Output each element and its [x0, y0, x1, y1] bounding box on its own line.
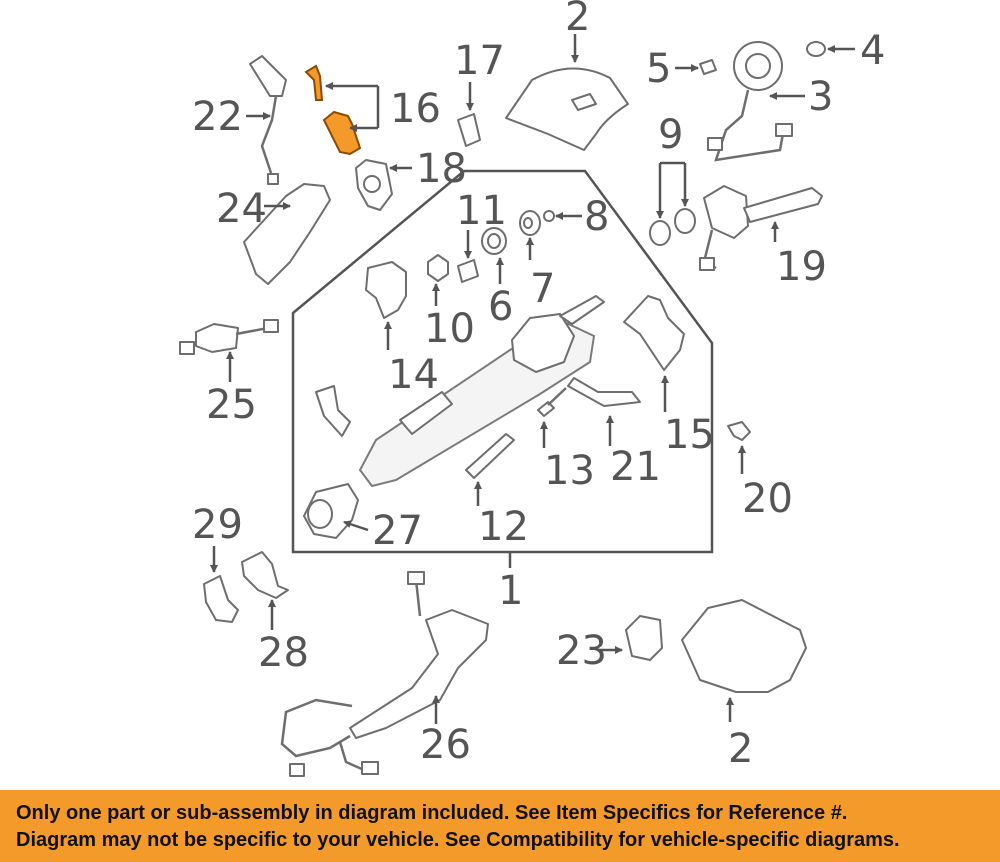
- callout-27: 27: [372, 508, 423, 554]
- part-19-multifunction-switch: [699, 185, 823, 271]
- part-10-nut: [427, 254, 449, 282]
- part-8-ring: [543, 210, 555, 222]
- part-5-clip: [699, 59, 717, 75]
- part-18-switch: [355, 159, 393, 211]
- callout-26: 26: [420, 722, 471, 768]
- part-29-bracket: [203, 575, 239, 623]
- part-7-bushing: [519, 210, 541, 236]
- part-23-bezel: [625, 615, 663, 661]
- callout-1: 1: [498, 568, 523, 614]
- part-12-spring: [465, 433, 515, 479]
- callout-7: 7: [530, 266, 555, 312]
- callout-17: 17: [454, 38, 505, 84]
- part-22-shift-lever: [249, 55, 287, 185]
- part-2-upper-cover: [505, 67, 629, 151]
- callout-24: 24: [216, 186, 267, 232]
- part-26-wiring-harness: [280, 571, 489, 777]
- callout-12: 12: [478, 504, 529, 550]
- disclaimer-line-1: Only one part or sub-assembly in diagram…: [16, 802, 848, 824]
- part-3-clock-spring: [707, 41, 793, 162]
- callout-23: 23: [556, 628, 607, 674]
- callout-18: 18: [416, 146, 467, 192]
- part-9-rings: [649, 208, 696, 246]
- callout-20: 20: [742, 476, 793, 522]
- callout-2-bottom: 2: [728, 726, 753, 772]
- callout-15: 15: [664, 412, 715, 458]
- part-15-bracket: [623, 295, 685, 371]
- callout-21: 21: [610, 444, 661, 490]
- steering-column-exploded-diagram: 1 2 3 4 5 6 7 8 9 10 11 12 13 14 15 16 1…: [179, 0, 885, 777]
- callout-13: 13: [544, 448, 595, 494]
- part-20-clip: [727, 421, 751, 441]
- callout-29: 29: [192, 502, 243, 548]
- part-17-block: [457, 113, 481, 147]
- part-6-bearing: [481, 227, 507, 255]
- callout-28: 28: [258, 630, 309, 676]
- callout-2-top: 2: [565, 0, 590, 40]
- callout-3: 3: [808, 74, 833, 120]
- steering-column-shaft: [315, 295, 605, 487]
- callout-10: 10: [424, 306, 475, 352]
- callout-11: 11: [456, 188, 507, 234]
- part-16-highlighted: [304, 64, 362, 156]
- disclaimer-line-2: Diagram may not be specific to your vehi…: [16, 829, 900, 851]
- callout-22: 22: [192, 94, 243, 140]
- leader-27: [343, 520, 369, 532]
- callout-19: 19: [776, 244, 827, 290]
- callout-25: 25: [206, 382, 257, 428]
- part-21-lever: [567, 377, 641, 407]
- disclaimer-banner: Only one part or sub-assembly in diagram…: [0, 790, 1000, 862]
- part-14-bracket: [365, 261, 407, 319]
- callout-14: 14: [388, 352, 439, 398]
- part-2-lower-cover: [681, 599, 807, 693]
- part-28-bracket: [241, 551, 289, 599]
- callout-5: 5: [646, 46, 671, 92]
- callout-6: 6: [488, 284, 513, 330]
- callout-4: 4: [860, 28, 885, 74]
- callout-16: 16: [390, 86, 441, 132]
- part-11-sleeve: [457, 259, 479, 283]
- part-27-lock-housing: [303, 483, 359, 539]
- part-24-shifter-bracket: [243, 183, 331, 285]
- assembly-group-outline: [291, 169, 714, 554]
- callout-8: 8: [584, 194, 609, 240]
- part-13-bolt: [537, 387, 567, 417]
- callout-9: 9: [658, 112, 683, 158]
- part-25-linkage: [179, 319, 279, 355]
- part-4-cap: [806, 41, 826, 57]
